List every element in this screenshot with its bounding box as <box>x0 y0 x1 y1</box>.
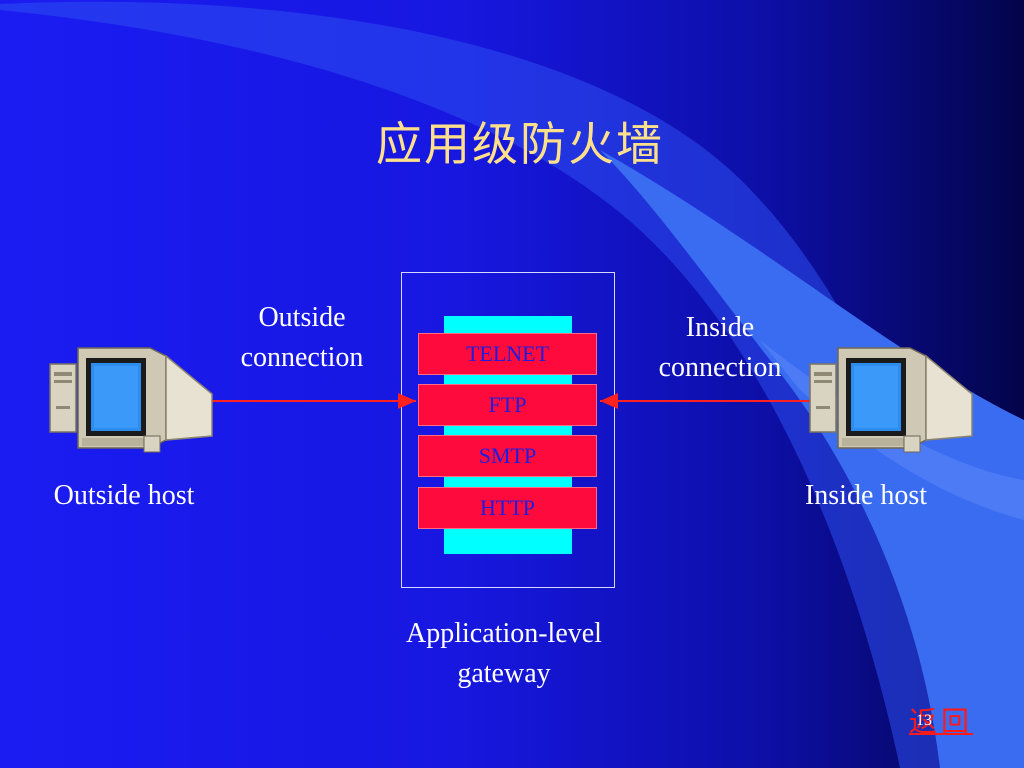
protocol-ftp: FTP <box>418 384 597 426</box>
outside-host-label: Outside host <box>53 480 195 511</box>
gateway-boundary <box>401 272 615 588</box>
gateway-label: Application-level gateway <box>406 618 602 689</box>
desktop-computer-icon <box>809 347 973 453</box>
back-link[interactable]: 返回 <box>909 705 974 738</box>
protocol-http: HTTP <box>418 487 597 529</box>
outside-connection-label: Outside connection <box>240 302 364 373</box>
page-number: 13 <box>916 712 932 729</box>
desktop-computer-icon <box>49 347 213 453</box>
slide-title: 应用级防火墙 <box>376 117 664 171</box>
protocol-telnet: TELNET <box>418 333 597 375</box>
inside-connection-label: Inside connection <box>658 312 782 383</box>
inside-host-label: Inside host <box>804 480 928 511</box>
protocol-smtp: SMTP <box>418 435 597 477</box>
